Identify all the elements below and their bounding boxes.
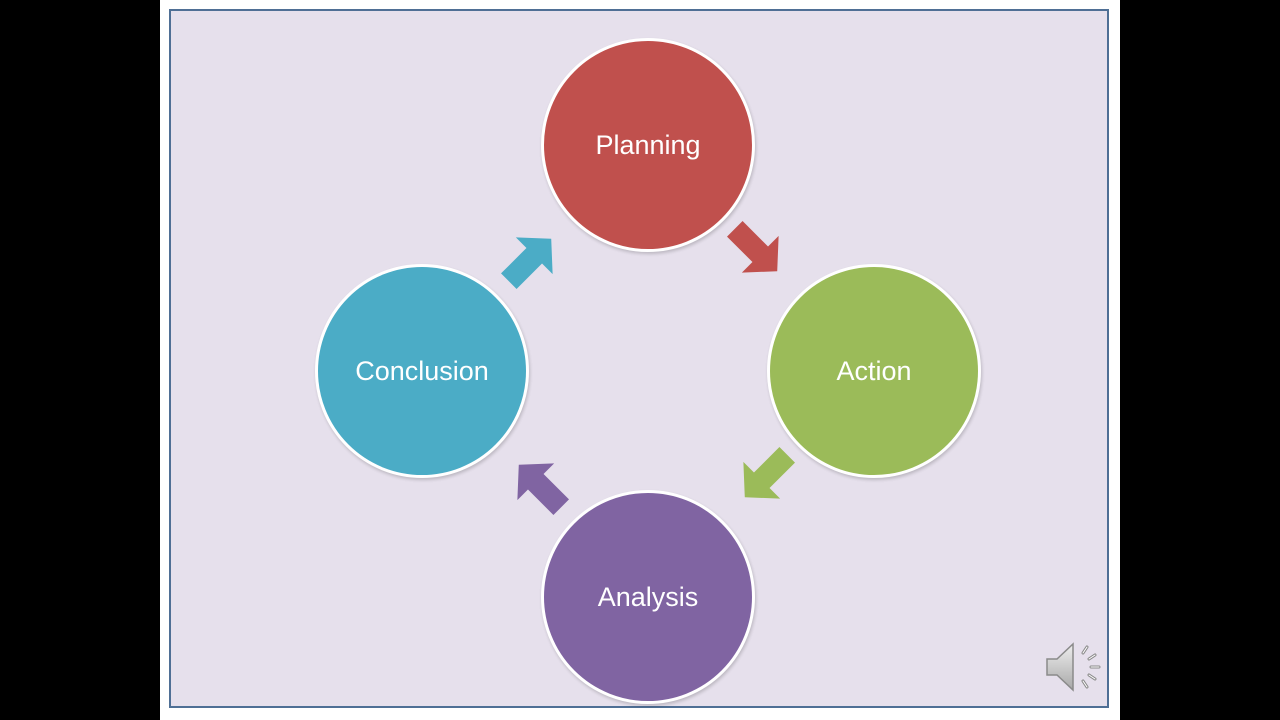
action-node: Action <box>767 264 981 478</box>
arrow-planning-to-action <box>727 221 779 273</box>
arrow-analysis-to-conclusion <box>517 463 569 515</box>
action-label: Action <box>836 355 912 386</box>
conclusion-node: Conclusion <box>315 264 529 478</box>
analysis-label: Analysis <box>597 581 699 612</box>
speaker-icon[interactable] <box>1043 635 1107 699</box>
planning-label: Planning <box>595 129 701 160</box>
planning-node: Planning <box>541 38 755 252</box>
arrow-action-to-analysis <box>743 447 795 499</box>
analysis-node: Analysis <box>541 490 755 704</box>
slide-frame: Planning Action Analysis Conclusion <box>169 9 1109 708</box>
arrow-conclusion-to-planning <box>501 237 553 289</box>
conclusion-label: Conclusion <box>355 355 489 386</box>
slide: Planning Action Analysis Conclusion <box>160 0 1120 720</box>
